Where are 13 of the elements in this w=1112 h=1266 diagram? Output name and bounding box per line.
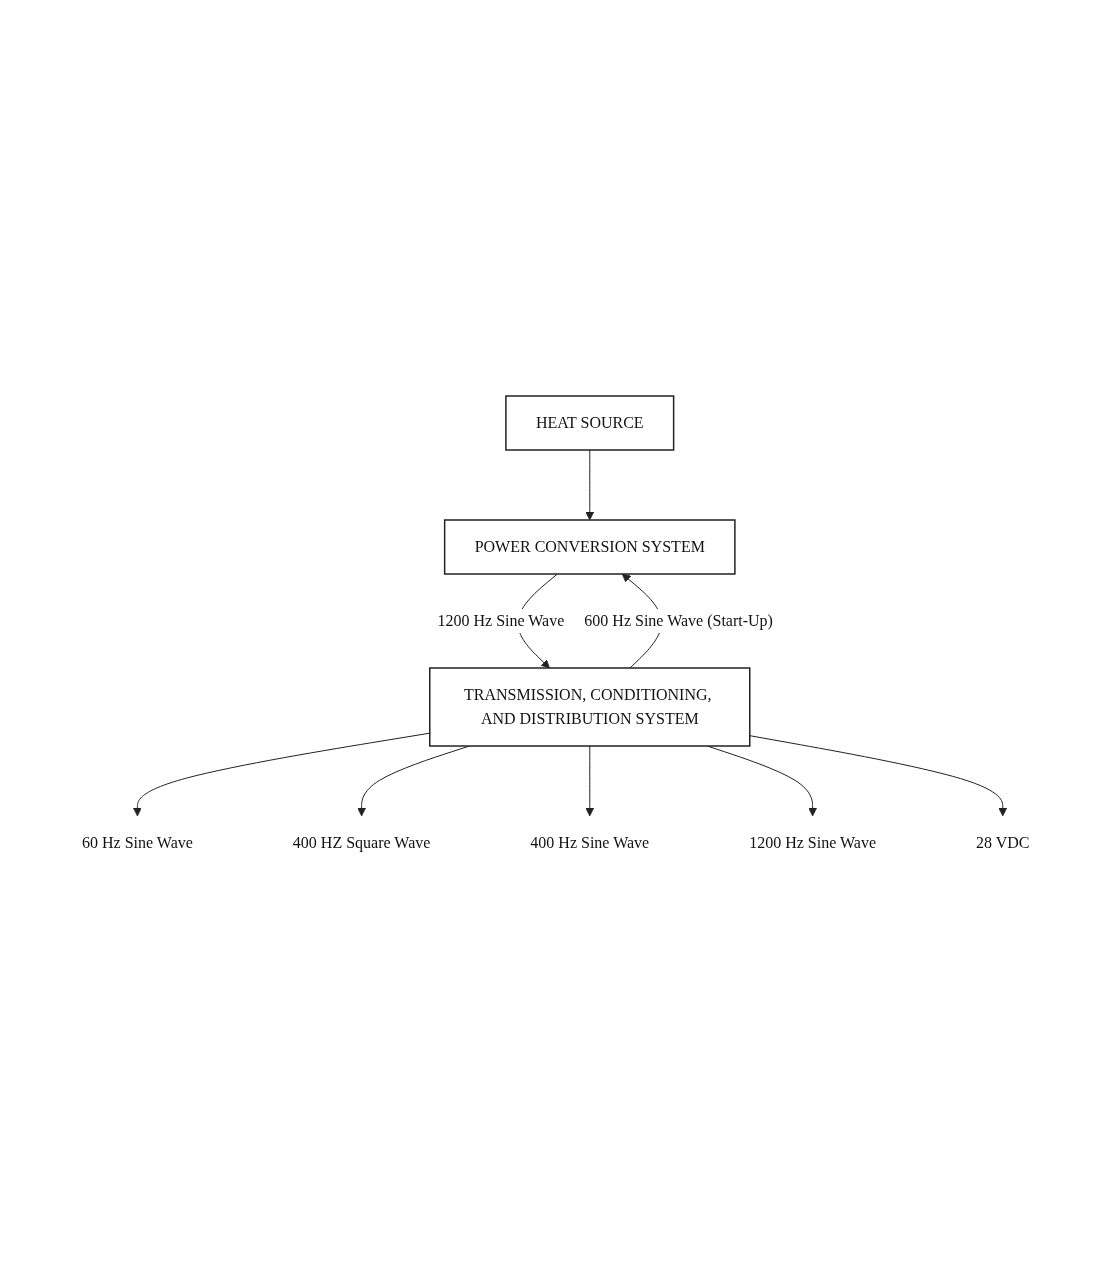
node-text: 400 Hz Sine Wave <box>530 834 650 851</box>
node-box: TRANSMISSION, CONDITIONING, AND DISTRIBUTION SYSTEM <box>429 667 751 747</box>
node-box: HEAT SOURCE <box>505 395 675 451</box>
node-text: 28 VDC <box>976 834 1030 851</box>
edge-label: 600 Hz Sine Wave (Start-Up) <box>584 612 774 629</box>
node-text: 60 Hz Sine Wave <box>82 834 194 851</box>
arrow <box>585 745 595 817</box>
node-text: 400 HZ Square Wave <box>293 834 431 851</box>
arrow <box>585 449 595 521</box>
node-box: POWER CONVERSION SYSTEM <box>444 519 736 575</box>
arrow <box>133 732 431 817</box>
node-text: 1200 Hz Sine Wave <box>749 834 877 851</box>
edge-label: 1200 Hz Sine Wave <box>437 612 565 629</box>
